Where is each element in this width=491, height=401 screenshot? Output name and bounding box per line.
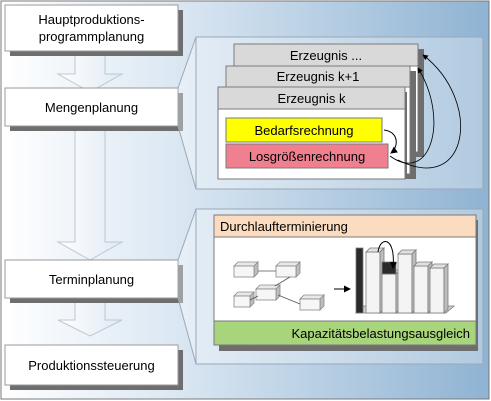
flow-arrow-2 [56,127,124,261]
capacity-load-chart [354,241,456,314]
product-label-back: Erzeugnis ... [289,47,363,63]
product-label-front: Erzeugnis k [277,90,346,106]
step-label-terminplanung: Terminplanung [48,271,135,287]
loop-arrow-product-further [397,54,461,169]
kapazitaetsausgleich-footer [213,320,477,346]
step-box-hauptproduktionsprogrammplanung [4,4,179,52]
load-shift-arrow [377,241,398,269]
network-node [233,261,259,278]
bedarfsrechnung-bar [225,117,383,143]
step-label-hauptproduktionsprogrammplanung: Hauptproduktions- programmplanung [38,12,145,44]
bedarfsrechnung-label: Bedarfsrechnung [254,122,354,138]
network-node [275,261,301,278]
losgroessenrechnung-label: Losgrößenrechnung [248,148,366,164]
network-node [255,284,281,301]
capacity-bar [429,263,449,314]
product-label-middle: Erzeugnis k+1 [276,69,360,84]
step-box-terminplanung [4,259,179,299]
step-box-produktionssteuerung [4,344,179,386]
losgroessenrechnung-bar [225,143,389,169]
capacity-bar [413,261,433,314]
step-label-mengenplanung: Mengenplanung [44,99,139,115]
flow-arrow-3 [57,301,123,337]
network-node [299,294,325,311]
capacity-bar [365,247,385,314]
product-sheet-front-header [217,86,406,110]
durchlaufterminierung-header [213,214,477,238]
kapazitaetsausgleich-label: Kapazitätsbelastungsausgleich [291,325,470,341]
network-node [233,291,255,308]
network-graph [233,261,325,311]
capacity-overload [381,261,397,275]
capacity-bar [397,249,417,314]
loop-arrow-calc [383,129,398,154]
capacity-bar [381,269,401,314]
step-label-produktionssteuerung: Produktionssteuerung [28,357,155,373]
step-box-mengenplanung [4,87,179,127]
durchlaufterminierung-label: Durchlaufterminierung [220,218,348,234]
